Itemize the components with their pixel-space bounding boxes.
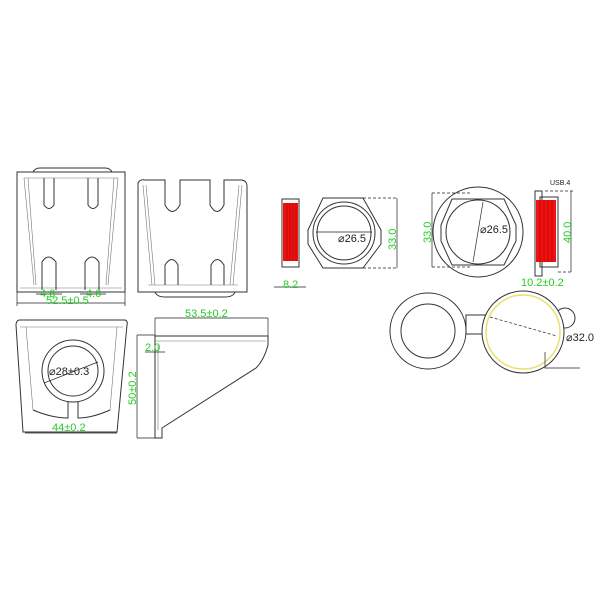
socket-side-view [534, 190, 573, 277]
bracket-bottom-view [15, 319, 128, 434]
seal-ring [485, 294, 561, 370]
bracket-side-view [136, 317, 269, 439]
socket-front-view [431, 186, 524, 278]
nut-side-view [274, 198, 306, 288]
cap-view [389, 290, 580, 374]
bracket-back-view [137, 179, 248, 298]
dim-hole-diameter: ⌀28±0.3 [49, 366, 89, 378]
dim-thickness: 2.0 [145, 342, 160, 354]
dim-side-depth: 53.5±0.2 [185, 308, 228, 320]
dim-nut-bore: ⌀26.5 [338, 233, 366, 245]
dim-slot-width-left: 4.6 [40, 288, 55, 300]
hex-nut-view [307, 197, 398, 269]
dim-slot-width-right: 4.6 [86, 288, 101, 300]
dim-front-width: 52.5±0.5 [46, 295, 89, 307]
dim-nut-thickness: 8.2 [283, 279, 298, 291]
dim-socket-across: 33.0 [422, 222, 434, 243]
dim-socket-height: 40.0 [562, 222, 574, 243]
dim-height: 50±0.2 [127, 371, 139, 405]
dim-bottom-width: 44±0.2 [52, 422, 86, 434]
dim-socket-thickness: 10.2±0.2 [521, 277, 564, 289]
dim-socket-bore: ⌀26.5 [480, 224, 508, 236]
bracket-front-view [16, 167, 126, 306]
dim-cap-diameter: ⌀32.0 [566, 332, 594, 344]
dim-nut-across-flats: 33.0 [387, 229, 399, 250]
red-socket-part [536, 200, 556, 262]
model-label: USB.4 [550, 180, 570, 187]
